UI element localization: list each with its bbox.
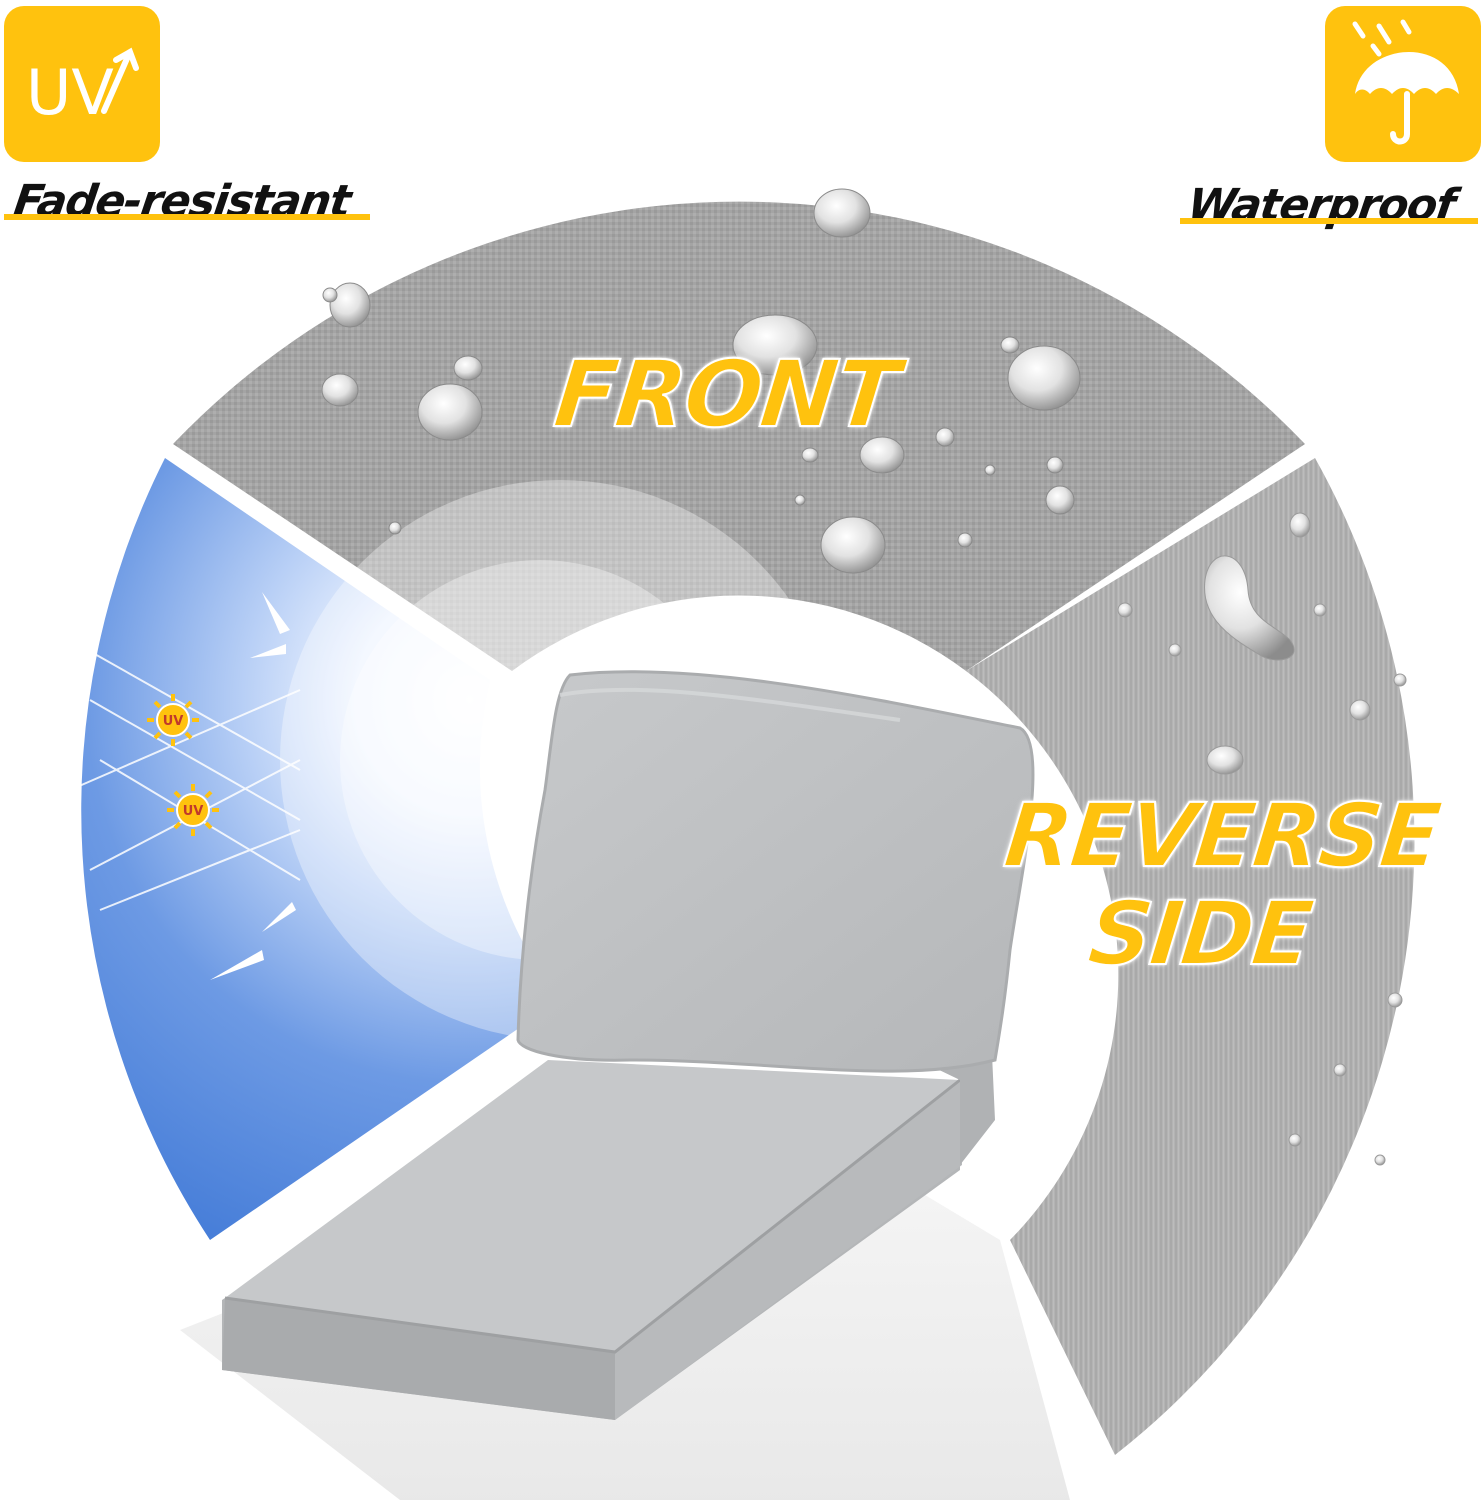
uv-badge-text: UV	[26, 56, 114, 129]
reverse-fabric-sector	[966, 458, 1415, 1455]
reverse-label-line2: SIDE	[1083, 881, 1317, 986]
seat-cushion	[222, 1060, 962, 1420]
reverse-side-label: REVERSE SIDE	[990, 783, 1445, 986]
fade-resistant-underline	[4, 214, 370, 220]
reverse-label-line1: REVERSE	[999, 783, 1445, 888]
fade-resistant-label: Fade-resistant	[10, 176, 354, 227]
uv-sun-icon: UV	[147, 694, 199, 746]
uv-sun-text: UV	[163, 714, 184, 729]
back-pillow	[516, 670, 1035, 1073]
ray-marks	[210, 592, 296, 980]
front-fabric-sector	[173, 201, 1305, 671]
front-label: FRONT	[548, 340, 903, 449]
uv-badge: UV	[4, 6, 160, 162]
uv-sun-text: UV	[183, 804, 204, 819]
uv-sun-icon: UV	[167, 784, 219, 836]
waterproof-underline	[1180, 218, 1478, 224]
reverse-droplets	[1117, 512, 1407, 1166]
waterproof-label: Waterproof	[1184, 180, 1458, 231]
uv-arrow-icon	[101, 47, 139, 114]
water-droplets	[321, 188, 1081, 574]
waterproof-badge	[1325, 6, 1481, 162]
umbrella-rain-icon	[1352, 19, 1459, 145]
uv-sky-sector	[81, 458, 561, 1240]
